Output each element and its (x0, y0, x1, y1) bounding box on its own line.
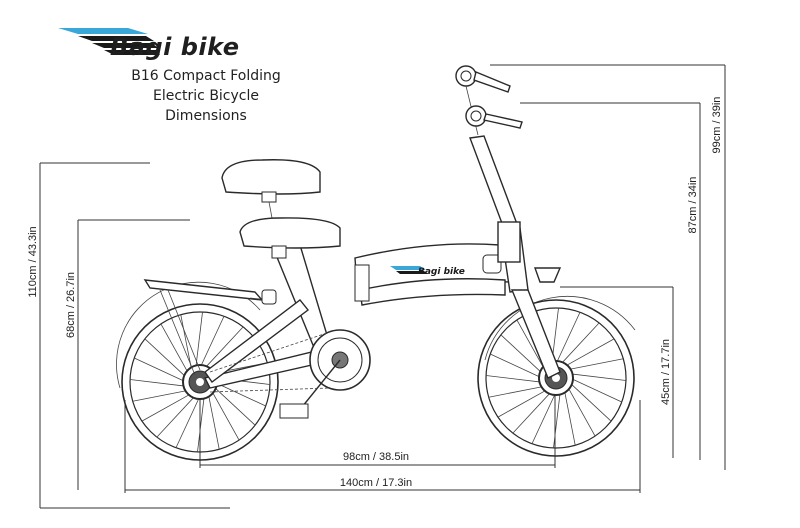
dim-handlebar-min-label: 87cm / 34in (687, 177, 699, 234)
wheel-spoke (560, 322, 600, 365)
wheel-spoke (553, 391, 561, 449)
wheel-spoke (569, 382, 612, 422)
dim-total-length: 140cm / 17.3in (124, 400, 641, 493)
brand-swoosh-logo (58, 28, 160, 55)
brand-name: Bagi bike (110, 33, 240, 61)
rear-rack (143, 279, 277, 376)
wheel-spoke (199, 316, 225, 369)
wheel-spoke (569, 373, 627, 381)
wheel-spoke (195, 311, 203, 369)
diagram-title: B16 Compact Folding Electric Bicycle Dim… (96, 66, 316, 126)
wheel-spoke (567, 358, 624, 371)
wheel-spoke (488, 385, 545, 398)
bike-frame: Bagi bike (203, 224, 561, 389)
wheel-spoke (210, 390, 240, 441)
handlebar-assembly (455, 65, 523, 263)
wheel-spoke (180, 314, 193, 371)
wheel-spoke (213, 386, 256, 426)
wheel-spoke (207, 393, 220, 450)
wheel-spoke (204, 326, 244, 369)
wheel-spoke (141, 392, 192, 422)
dim-saddle-height-label: 68cm / 26.7in (65, 272, 77, 338)
title-line-3: Dimensions (165, 108, 247, 124)
wheel-spoke (512, 391, 552, 434)
wheel-spoke (144, 338, 187, 378)
wheel-spoke (555, 312, 581, 365)
dim-handlebar-max-label: 99cm / 39in (711, 97, 723, 154)
dim-wheel-height: 45cm / 17.7in (560, 286, 674, 458)
title-line-2: Electric Bicycle (152, 88, 259, 104)
front-light (534, 267, 562, 283)
wheel-spoke (156, 395, 196, 438)
wheel-spoke (490, 353, 543, 379)
front-wheel (477, 295, 636, 457)
drivetrain (209, 329, 371, 419)
wheel-spoke (564, 338, 615, 368)
wheel-spoke (566, 386, 596, 437)
wheel-spoke (175, 395, 201, 448)
wheel-spoke (485, 375, 543, 383)
dim-wheel-height-label: 45cm / 17.7in (660, 339, 672, 405)
wheel-spoke (160, 323, 190, 374)
wheel-spoke (134, 357, 187, 383)
dim-total-height-label: 110cm / 43.3in (27, 226, 39, 297)
frame-decal: Bagi bike (418, 267, 465, 277)
wheel-spoke (497, 388, 548, 418)
wheel-spoke (569, 377, 622, 403)
wheel-spoke (197, 395, 205, 453)
dim-wheelbase: 98cm / 38.5in (199, 380, 556, 468)
dim-handlebar-max: 99cm / 39in (490, 64, 726, 470)
dim-wheelbase-label: 98cm / 38.5in (343, 451, 409, 463)
dim-total-length-label: 140cm / 17.3in (340, 477, 412, 489)
seat-low (239, 217, 341, 259)
dim-saddle-height: 68cm / 26.7in (65, 219, 190, 490)
wheel-spoke (129, 379, 187, 387)
title-line-1: B16 Compact Folding (131, 68, 281, 84)
wheel-spoke (563, 389, 576, 446)
seat-high (221, 159, 321, 251)
wheel-spoke (132, 389, 189, 402)
wheel-spoke (531, 391, 557, 444)
dim-handlebar-min: 87cm / 34in (520, 102, 701, 460)
wheel-spoke (516, 319, 546, 370)
wheel-spoke (213, 381, 266, 407)
wheel-spoke (500, 334, 543, 374)
dim-total-height: 110cm / 43.3in (27, 162, 230, 509)
